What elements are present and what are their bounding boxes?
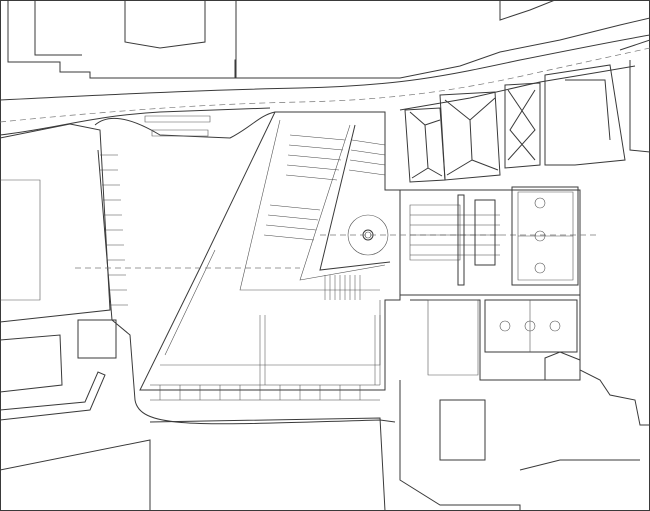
road [0,35,650,135]
southeast-buildings [150,295,650,511]
basketball-court-upper [512,187,578,285]
basketball-court-lower [485,300,577,352]
main-triangular-building [140,112,400,400]
left-blocks [0,124,395,511]
plaza-circle [348,215,388,255]
upper-plaza-strip [95,112,275,138]
north-roof-buildings [405,40,650,182]
central-plaza [75,190,600,295]
top-left-buildings [8,0,650,78]
